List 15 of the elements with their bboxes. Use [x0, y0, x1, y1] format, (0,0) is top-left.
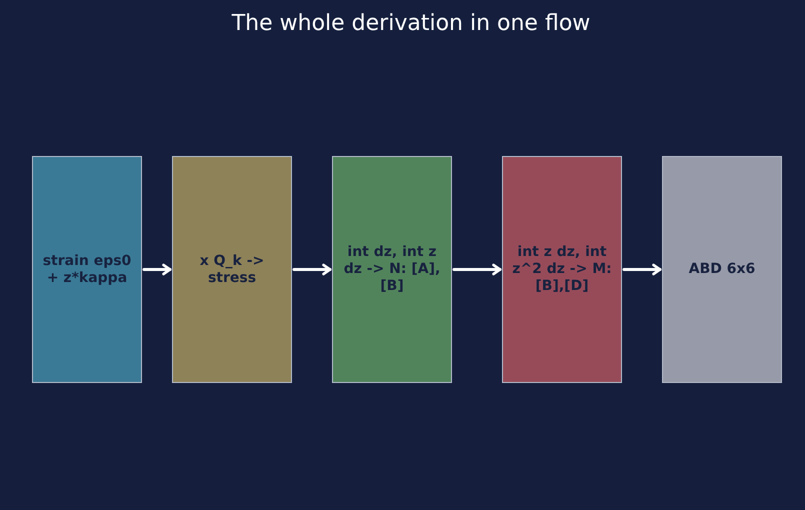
- arrow: [142, 264, 172, 276]
- process-box: [662, 156, 782, 383]
- process-box: [172, 156, 292, 383]
- process-box: [32, 156, 142, 383]
- process-box: [502, 156, 622, 383]
- diagram-title: The whole derivation in one flow: [232, 10, 590, 38]
- arrow: [622, 264, 662, 276]
- arrow: [452, 264, 502, 276]
- box-label: int dz, int z dz -> N: [A],[B]: [342, 244, 442, 295]
- arrow: [292, 264, 332, 276]
- box-label: int z dz, int z^2 dz -> M: [B],[D]: [511, 244, 613, 295]
- process-box: [332, 156, 452, 383]
- box-label: x Q_k -> stress: [198, 252, 266, 286]
- box-label: ABD 6x6: [688, 261, 756, 278]
- box-label: strain eps0 + z*kappa: [42, 252, 132, 286]
